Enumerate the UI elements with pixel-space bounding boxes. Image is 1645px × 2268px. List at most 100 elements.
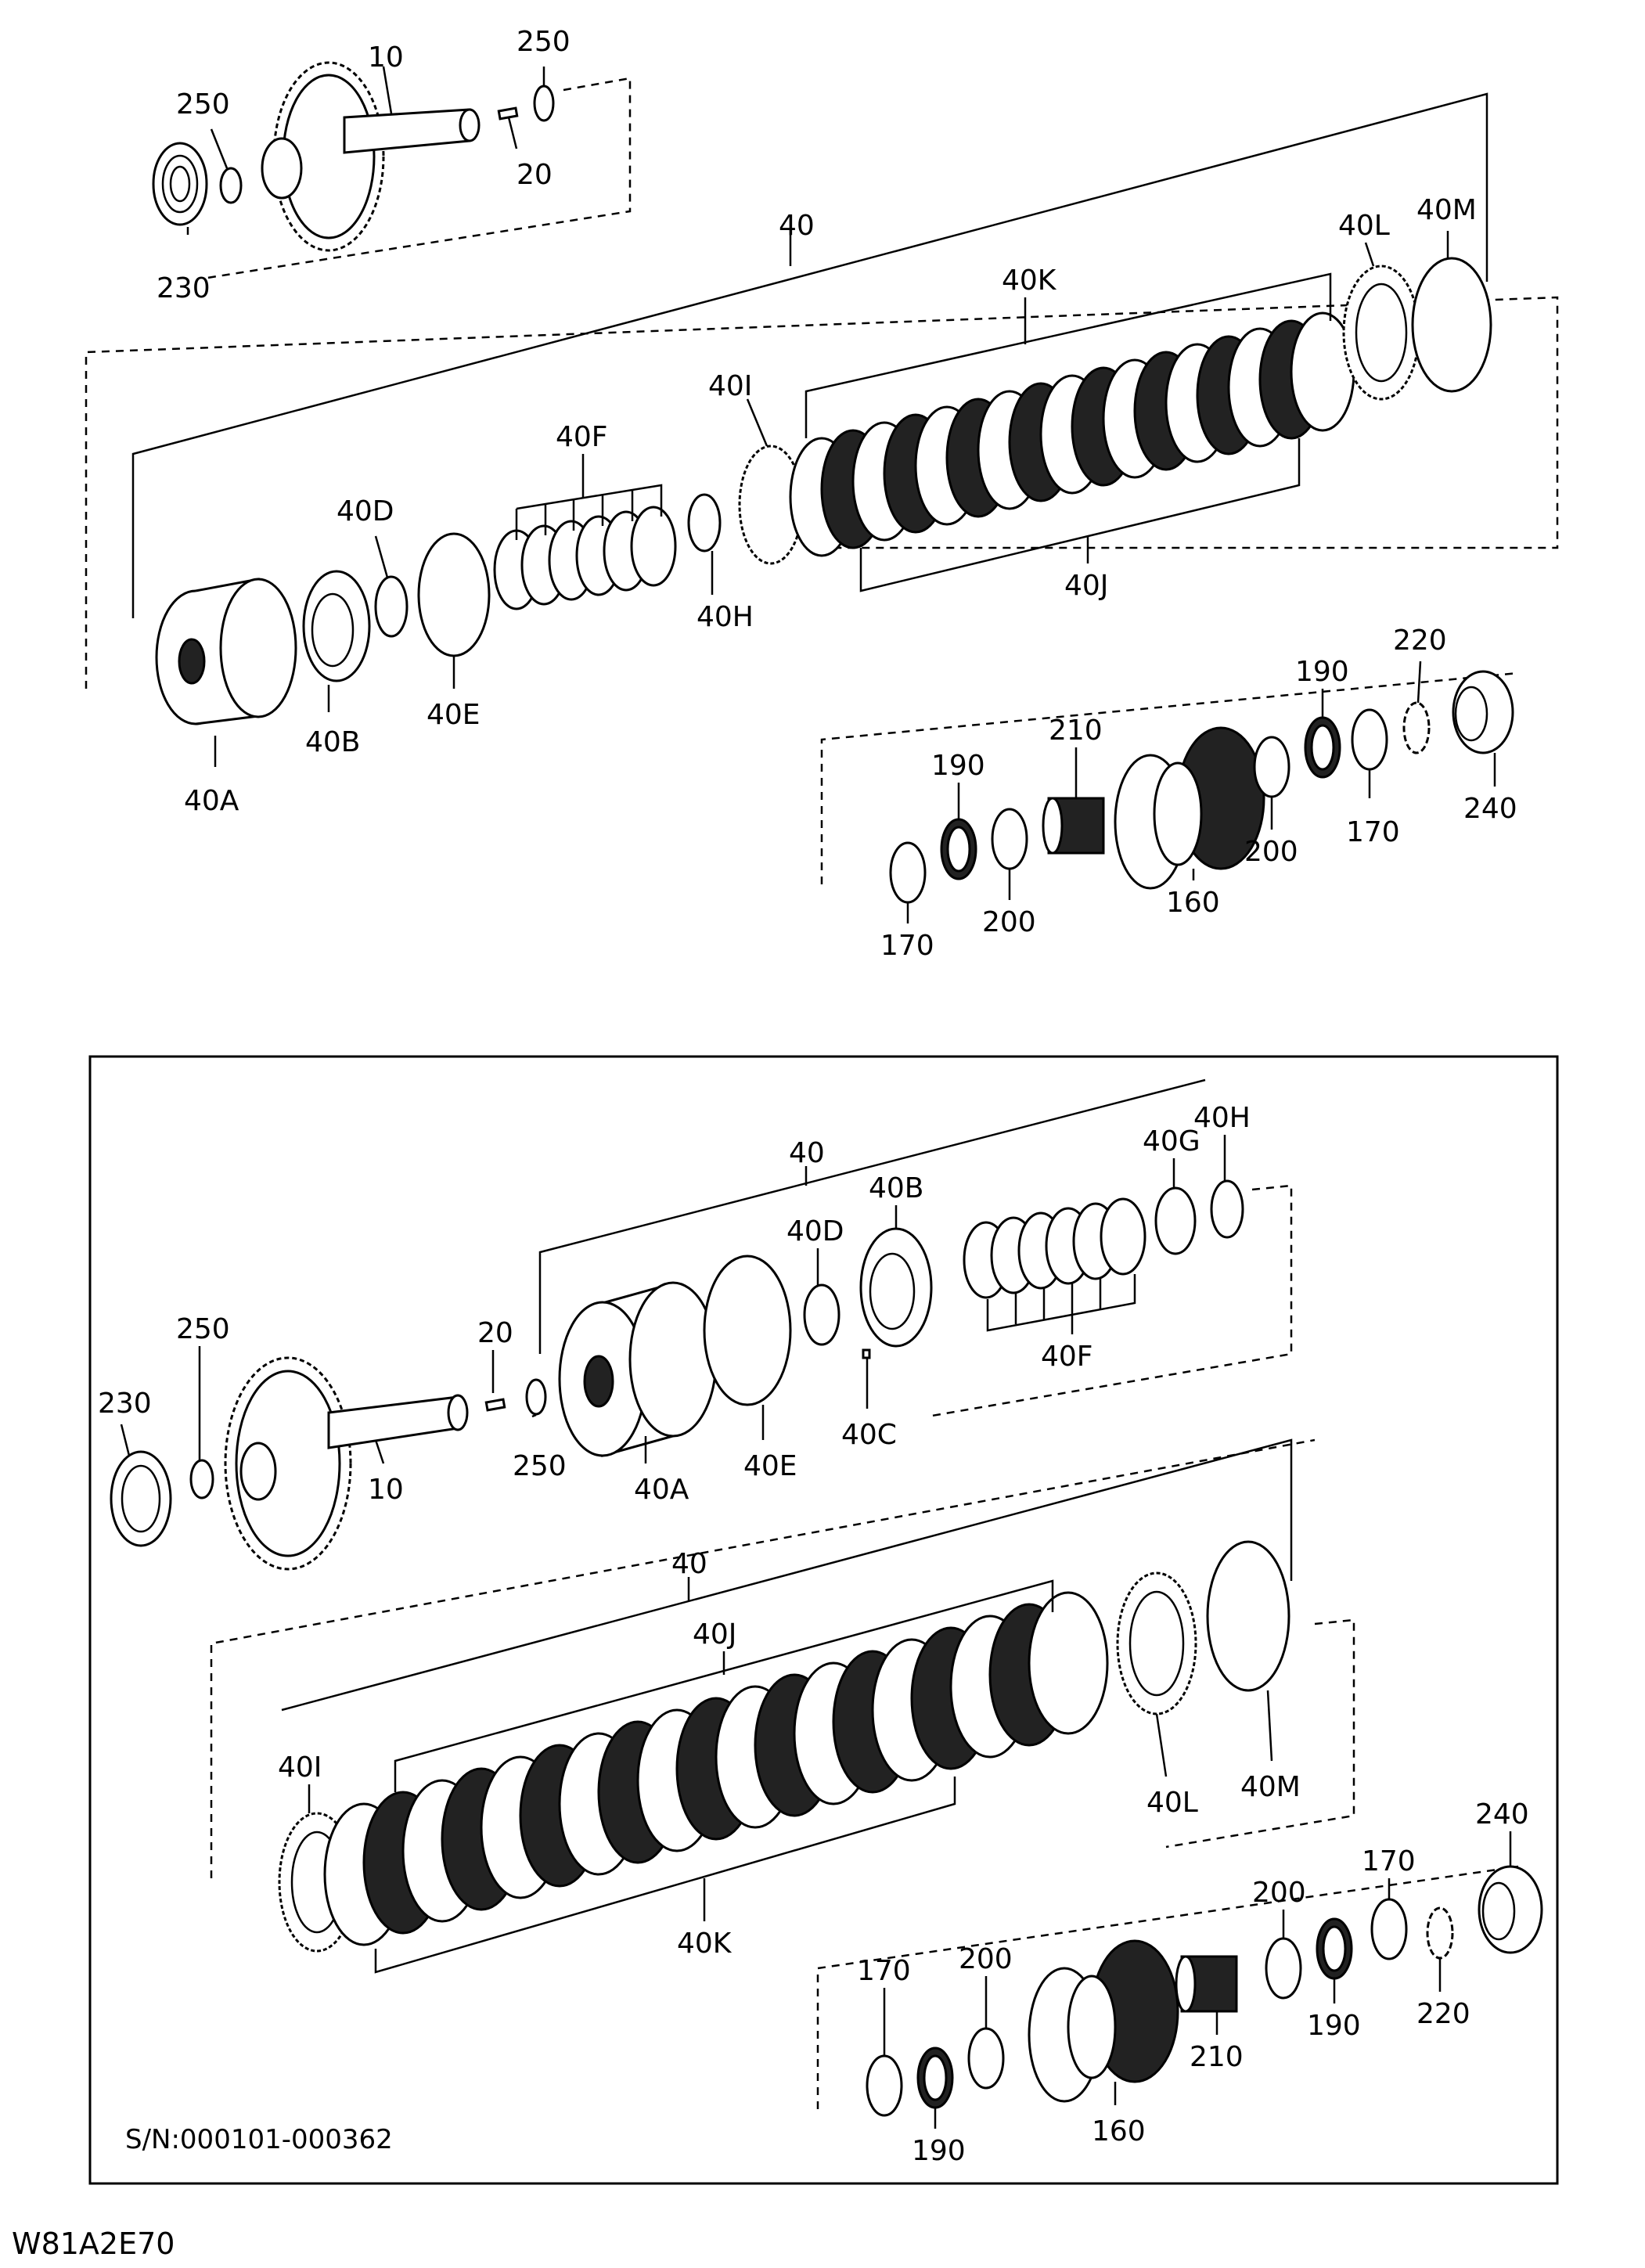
lower-label-220: 220 — [1416, 1998, 1470, 2030]
upper-race-170b — [1351, 708, 1388, 771]
lower-label-40D: 40D — [787, 1215, 844, 1247]
lower-pin-40C — [862, 1348, 871, 1359]
lower-label-160: 160 — [1092, 2115, 1146, 2147]
lower-snap-40M — [1206, 1540, 1290, 1692]
lower-label-40a: 40 — [789, 1137, 825, 1169]
lower-label-40b: 40 — [671, 1548, 707, 1580]
lower-label-230: 230 — [98, 1388, 152, 1420]
upper-label-210: 210 — [1049, 715, 1103, 747]
upper-snap-ring-250a — [219, 167, 243, 204]
upper-springs-40F — [493, 454, 677, 610]
lower-label-40G: 40G — [1143, 1125, 1200, 1157]
upper-label-190a: 190 — [931, 750, 985, 782]
upper-40K-bracket — [805, 272, 1332, 438]
upper-diagram: 10 20 230 250 250 40 40A 40B 40D 40E 40F… — [85, 26, 1559, 962]
upper-race-170a — [889, 841, 927, 904]
upper-snap-40M — [1411, 257, 1492, 393]
lower-label-170b: 170 — [1362, 1845, 1416, 1877]
upper-label-40I: 40I — [708, 370, 752, 402]
lower-shim-200b — [1265, 1937, 1302, 2000]
lower-label-10: 10 — [368, 1474, 404, 1506]
diagram-code: W81A2E70 — [12, 2227, 175, 2261]
lower-leaders — [120, 1135, 1512, 2129]
upper-gear-outline — [820, 671, 1519, 884]
lower-bearing-240 — [1478, 1865, 1543, 1954]
serial-range: S/N:000101-000362 — [125, 2124, 393, 2155]
upper-label-230: 230 — [157, 272, 211, 304]
lower-label-250a: 250 — [176, 1313, 230, 1345]
lower-piston-40B — [859, 1227, 933, 1348]
lower-nut-220 — [1426, 1906, 1454, 1960]
upper-label-40B: 40B — [305, 726, 361, 758]
lower-label-40B: 40B — [869, 1172, 924, 1204]
upper-label-200b: 200 — [1244, 836, 1298, 868]
upper-label-170b: 170 — [1346, 816, 1400, 848]
lower-label-40A: 40A — [634, 1474, 689, 1506]
upper-shaft-outline — [207, 77, 632, 279]
lower-diagram: 10 20 230 250 250 40 40A 40B 40C 40D 40E… — [98, 1078, 1543, 2167]
lower-label-40K: 40K — [677, 1928, 733, 1960]
lower-drum-40A — [558, 1281, 718, 1457]
upper-bearing-230 — [152, 142, 208, 226]
lower-labels: 10 20 230 250 250 40 40A 40B 40C 40D 40E… — [98, 1102, 1529, 2167]
lower-springs-40F — [963, 1197, 1146, 1334]
lower-label-40C: 40C — [841, 1419, 897, 1451]
lower-label-40E: 40E — [743, 1450, 797, 1482]
upper-drum-40A — [155, 578, 297, 725]
upper-leaders — [186, 66, 1496, 923]
upper-label-160: 160 — [1166, 887, 1220, 919]
lower-shaft-10 — [224, 1356, 469, 1571]
upper-gear-160 — [1114, 726, 1265, 890]
lower-needle-210 — [1175, 1955, 1238, 2013]
upper-label-10: 10 — [368, 41, 404, 74]
upper-label-40H: 40H — [697, 601, 754, 633]
upper-seal-40D — [374, 575, 409, 638]
upper-seal-40E — [417, 532, 491, 657]
upper-label-40J: 40J — [1064, 570, 1108, 602]
upper-label-240: 240 — [1463, 793, 1517, 825]
lower-seal-40D — [803, 1283, 840, 1346]
lower-label-200b: 200 — [1252, 1877, 1306, 1909]
lower-gear-160 — [1028, 1939, 1179, 2103]
lower-label-190b: 190 — [1307, 2010, 1361, 2042]
upper-shaft-10 — [261, 61, 481, 252]
upper-label-40: 40 — [779, 210, 815, 242]
upper-label-40E: 40E — [427, 699, 481, 731]
upper-label-190b: 190 — [1295, 656, 1349, 688]
upper-assy-outline-dash — [85, 296, 1559, 689]
upper-label-40F: 40F — [556, 421, 608, 453]
upper-plate-40L — [1342, 265, 1420, 401]
lower-snap-40H — [1210, 1179, 1244, 1239]
lower-label-40F: 40F — [1041, 1341, 1093, 1373]
upper-snap-40H — [687, 493, 722, 553]
lower-assy-b-dash-right — [1165, 1618, 1355, 1849]
lower-frame — [88, 1055, 1559, 2185]
upper-clutch-pack — [789, 311, 1355, 557]
lower-label-190a: 190 — [912, 2135, 966, 2167]
lower-assy-a-outline — [538, 1078, 1206, 1354]
lower-bearing-230 — [110, 1450, 172, 1547]
upper-pin-20 — [497, 106, 519, 121]
lower-label-40M: 40M — [1240, 1771, 1301, 1803]
lower-shim-200a — [967, 2027, 1005, 2090]
upper-needle-210 — [1042, 797, 1105, 855]
upper-label-40K: 40K — [1002, 265, 1057, 297]
lower-label-250b: 250 — [513, 1450, 567, 1482]
lower-label-40L: 40L — [1146, 1787, 1198, 1819]
upper-piston-40B — [302, 570, 371, 682]
lower-gear-outline — [816, 1865, 1519, 2109]
lower-label-210: 210 — [1190, 2041, 1244, 2073]
upper-label-20: 20 — [517, 159, 553, 191]
upper-label-40D: 40D — [337, 495, 394, 527]
lower-pin-20 — [484, 1398, 506, 1412]
upper-bearing-240 — [1452, 670, 1514, 754]
lower-label-170a: 170 — [857, 1955, 911, 1987]
upper-snap-ring-250b — [533, 85, 555, 122]
lower-clutch-pack — [323, 1591, 1109, 1946]
lower-label-40H: 40H — [1193, 1102, 1251, 1134]
upper-label-40A: 40A — [184, 785, 239, 817]
upper-label-220: 220 — [1393, 625, 1447, 657]
lower-label-40J: 40J — [693, 1618, 736, 1651]
upper-40J-bracket — [859, 438, 1301, 592]
